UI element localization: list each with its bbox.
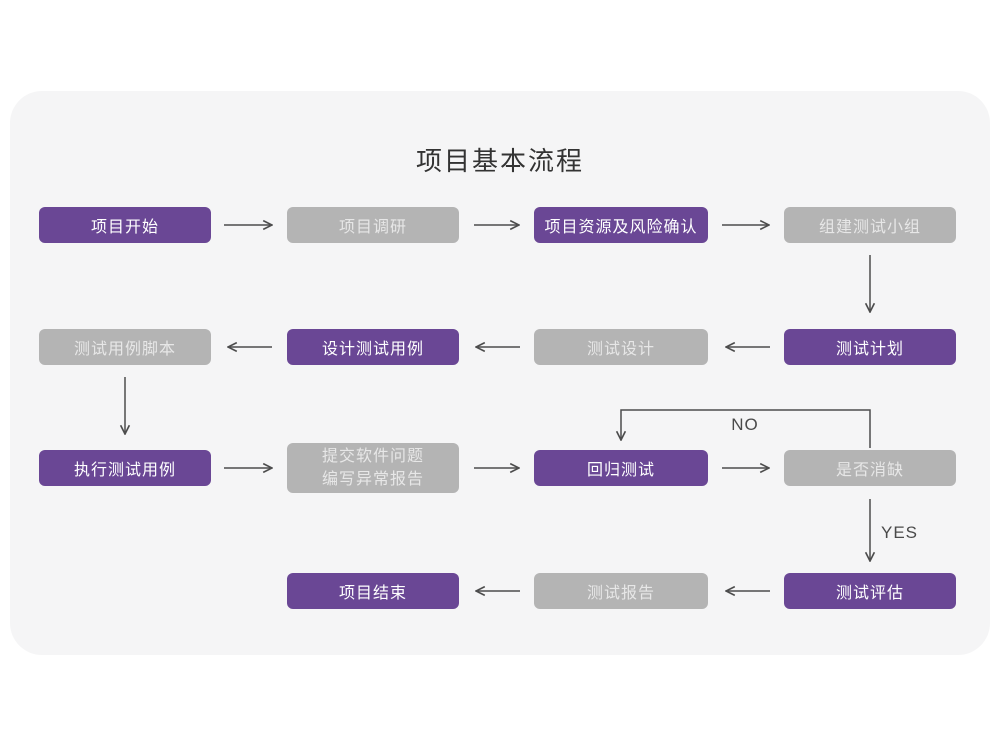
node-design-test-cases: 设计测试用例 [287,329,459,365]
node-regression-test: 回归测试 [534,450,708,486]
diagram-title: 项目基本流程 [415,146,584,176]
node-execute-test-cases: 执行测试用例 [39,450,211,486]
edge-label-yes: YES [881,523,919,542]
node-test-evaluation: 测试评估 [784,573,956,609]
node-project-research: 项目调研 [287,207,459,243]
node-test-report: 测试报告 [534,573,708,609]
node-project-end: 项目结束 [287,573,459,609]
flowchart-card-background [10,91,990,655]
edge-label-no: NO [731,415,759,434]
node-submit-issues: 提交软件问题 编写异常报告 [287,443,459,493]
node-test-design: 测试设计 [534,329,708,365]
node-project-start: 项目开始 [39,207,211,243]
node-resource-risk: 项目资源及风险确认 [534,207,708,243]
node-test-case-script: 测试用例脚本 [39,329,211,365]
node-defect-cleared: 是否消缺 [784,450,956,486]
node-build-test-team: 组建测试小组 [784,207,956,243]
node-test-plan: 测试计划 [784,329,956,365]
